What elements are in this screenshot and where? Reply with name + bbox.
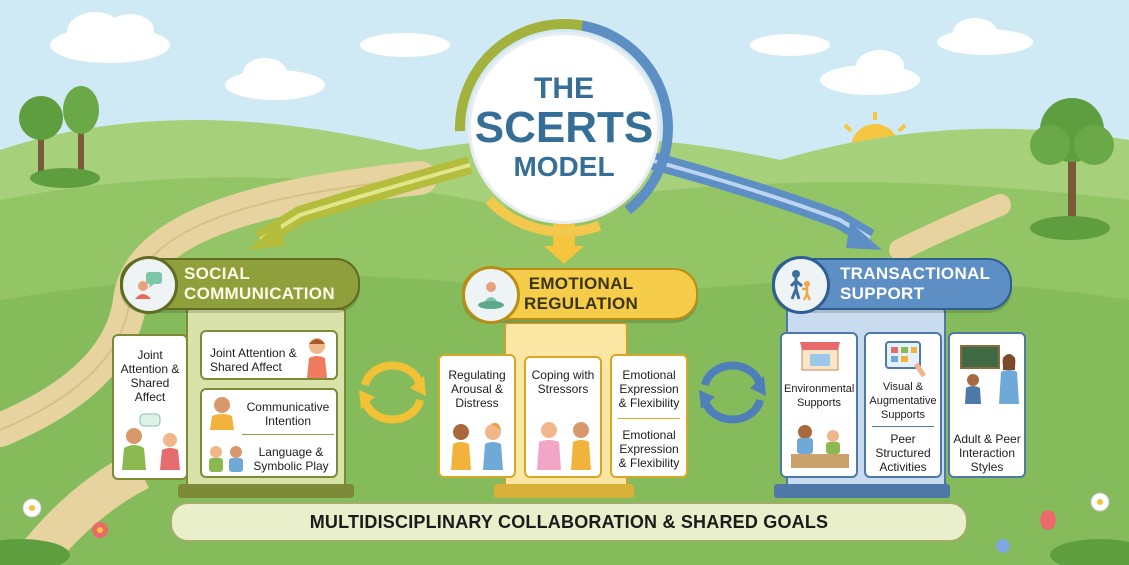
emotional-regulation-header: EMOTIONAL REGULATION bbox=[462, 266, 698, 324]
title-line-the: THE bbox=[534, 72, 594, 105]
adult-child-walking-icon bbox=[772, 256, 830, 314]
flowers bbox=[0, 492, 1129, 565]
speech-bubble-person-icon bbox=[120, 256, 178, 314]
ts-interaction-label: Adult & Peer Interaction Styles bbox=[953, 432, 1021, 474]
calm-children-icon bbox=[537, 422, 591, 470]
classroom-table-icon bbox=[791, 425, 849, 468]
storefront-icon bbox=[800, 342, 840, 371]
scerts-title-circle: THE SCERTS MODEL bbox=[468, 32, 660, 224]
ts-visual-supports-card: Visual & Augmentative Supports Peer Stru… bbox=[864, 332, 942, 478]
transactional-support-header: TRANSACTIONAL SUPPORT bbox=[772, 256, 1012, 314]
trees bbox=[19, 86, 1114, 240]
ts-environmental-card: Environmental Supports bbox=[780, 332, 858, 478]
er-expression-card: Emotional Expression & Flexibility Emoti… bbox=[610, 354, 688, 478]
speaking-child-icon bbox=[210, 397, 234, 430]
emotional-regulation-title-line2: REGULATION bbox=[524, 294, 639, 313]
social-communication-header: SOCIAL COMMUNICATION bbox=[120, 256, 360, 314]
er-expression-label-top: Emotional Expression & Flexibility bbox=[618, 368, 680, 410]
er-coping-card: Coping with Stressors bbox=[524, 356, 602, 478]
adult-teaching-child-icon bbox=[960, 345, 1019, 404]
cycle-arrows-right bbox=[701, 361, 764, 424]
divider bbox=[872, 426, 934, 427]
arrows bbox=[248, 151, 882, 264]
waving-girl-icon bbox=[307, 338, 327, 378]
sc-communication-card: Communicative Intention Language & Symbo… bbox=[200, 388, 338, 478]
ts-visual-supports-label: Visual & Augmentative Supports bbox=[869, 381, 937, 421]
social-communication-pillar-base bbox=[178, 484, 354, 498]
sc-side-card: Joint Attention & Shared Affect bbox=[112, 334, 188, 480]
er-expression-label-bottom: Emotional Expression & Flexibility bbox=[618, 428, 680, 470]
children-playing-icon bbox=[209, 446, 243, 472]
children-talking-icon bbox=[122, 413, 180, 470]
ts-environmental-label: Environmental Supports bbox=[784, 383, 855, 409]
clouds bbox=[50, 12, 1033, 100]
er-arousal-label: Regulating Arousal & Distress bbox=[448, 368, 506, 410]
sc-communicative-intention-label: Communicative Intention bbox=[246, 400, 330, 428]
sc-joint-attention-label: Joint Attention & Shared Affect bbox=[210, 346, 297, 374]
social-communication-title-line2: COMMUNICATION bbox=[184, 284, 335, 303]
emotional-regulation-title-line1: EMOTIONAL bbox=[528, 274, 634, 293]
title-line-scerts: SCERTS bbox=[474, 103, 654, 152]
transactional-support-pillar-base bbox=[774, 484, 950, 498]
er-coping-label: Coping with Stressors bbox=[531, 368, 595, 396]
er-arousal-card: Regulating Arousal & Distress bbox=[438, 354, 516, 478]
social-communication-title-line1: SOCIAL bbox=[184, 264, 251, 283]
divider bbox=[618, 418, 680, 419]
transactional-support-title-line1: TRANSACTIONAL bbox=[840, 264, 991, 283]
ts-peer-activities-label: Peer Structured Activities bbox=[875, 432, 931, 474]
divider bbox=[242, 434, 334, 435]
emotional-regulation-pillar-base bbox=[494, 484, 634, 498]
two-children-icon bbox=[451, 422, 503, 470]
transactional-support-title-line2: SUPPORT bbox=[840, 284, 925, 303]
sc-language-play-label: Language & Symbolic Play bbox=[253, 445, 329, 473]
ts-interaction-card: Adult & Peer Interaction Styles bbox=[948, 332, 1026, 478]
collaboration-banner: MULTIDISCIPLINARY COLLABORATION & SHARED… bbox=[170, 502, 968, 542]
title-line-model: MODEL bbox=[513, 151, 615, 182]
meditating-person-icon bbox=[462, 266, 520, 324]
cycle-arrows-left bbox=[361, 361, 424, 424]
tablet-icon bbox=[885, 341, 927, 378]
sc-joint-attention-card: Joint Attention & Shared Affect bbox=[200, 330, 338, 380]
sc-side-card-label: Joint Attention & Shared Affect bbox=[120, 348, 180, 404]
